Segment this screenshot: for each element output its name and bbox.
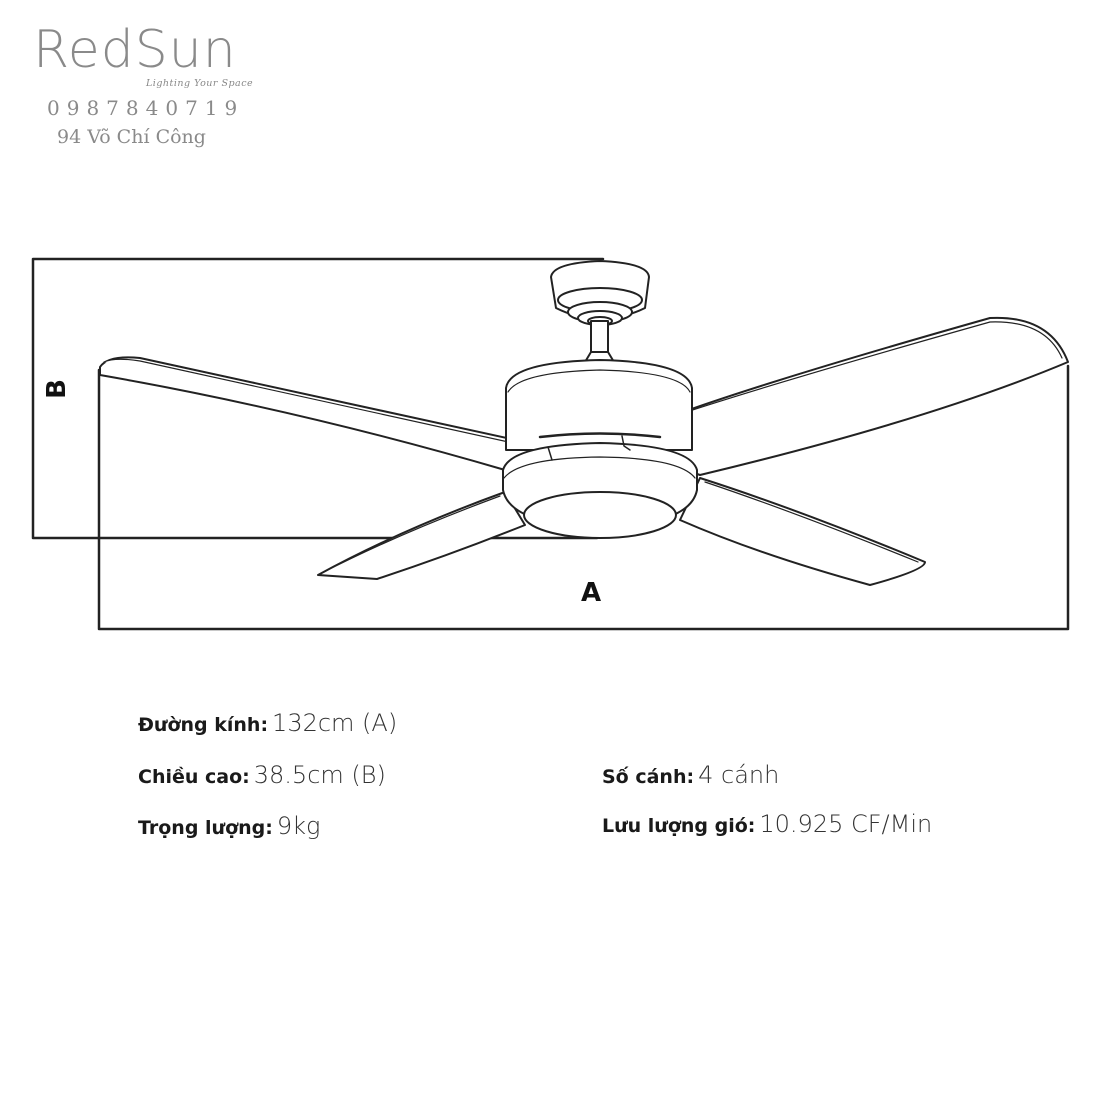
dimension-b-box	[31, 257, 605, 540]
fan-blade-front-left	[317, 491, 526, 580]
spec-diameter: Đường kính:132cm (A)	[138, 709, 397, 737]
downrod	[584, 320, 615, 363]
dimension-label-a: A	[581, 578, 602, 608]
spec-label: Chiều cao:	[138, 766, 250, 788]
phone-number: 0987840719	[47, 96, 245, 120]
spec-value: 132cm (A)	[272, 709, 398, 737]
spec-height: Chiều cao:38.5cm (B)	[138, 761, 386, 789]
fan-blade-front-right	[679, 477, 926, 586]
spec-value: 9kg	[276, 812, 321, 840]
spec-label: Trọng lượng:	[138, 817, 273, 839]
blade-connectors	[547, 435, 631, 461]
ceiling-canopy	[550, 260, 650, 326]
spec-label: Đường kính:	[138, 714, 269, 736]
spec-weight: Trọng lượng:9kg	[138, 812, 320, 840]
spec-value: 38.5cm (B)	[253, 761, 386, 789]
address: 94 Võ Chí Công	[57, 126, 206, 148]
spec-value: 10.925 CF/Min	[759, 810, 933, 838]
spec-value: 4 cánh	[698, 761, 780, 789]
spec-airflow: Lưu lượng gió:10.925 CF/Min	[602, 810, 932, 838]
dimension-label-b: B	[41, 379, 72, 399]
brand-name: RedSun	[33, 20, 237, 80]
fan-blade-back-left	[99, 356, 553, 471]
fan-blade-back-right	[621, 316, 1069, 476]
motor-housing	[505, 359, 693, 451]
spec-blade-count: Số cánh:4 cánh	[602, 761, 779, 789]
spec-label: Số cánh:	[602, 766, 695, 788]
dimension-a-box	[97, 364, 1070, 631]
light-kit	[502, 442, 698, 539]
brand-tagline: Lighting Your Space	[146, 78, 254, 89]
spec-label: Lưu lượng gió:	[602, 815, 756, 837]
